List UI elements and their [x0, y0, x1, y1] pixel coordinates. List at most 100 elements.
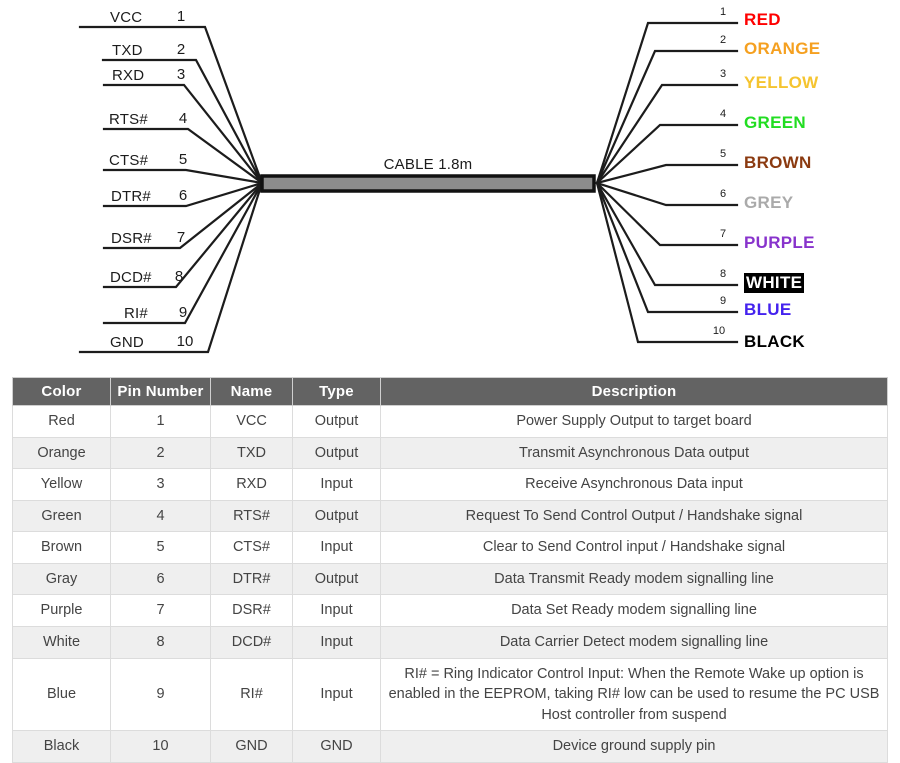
table-row: Orange 2 TXD Output Transmit Asynchronou…	[12, 436, 888, 470]
cell-name: VCC	[210, 405, 293, 438]
table-row: Yellow 3 RXD Input Receive Asynchronous …	[12, 468, 888, 501]
cell-pin: 3	[110, 468, 211, 501]
cell-type: Output	[292, 499, 381, 533]
wire-color-label-purple: PURPLE	[744, 233, 815, 252]
wire-color-label-green: GREEN	[744, 113, 806, 132]
wire-color-label-red: RED	[744, 10, 781, 29]
cell-name: CTS#	[210, 531, 293, 564]
cell-color: White	[12, 626, 111, 659]
cell-pin: 4	[110, 499, 211, 533]
cell-pin: 10	[110, 730, 211, 763]
left-pin-number-1: 1	[176, 8, 186, 25]
wire-color-label-brown: BROWN	[744, 153, 812, 172]
right-pin-number-5: 5	[719, 148, 727, 160]
cell-description: Data Set Ready modem signalling line	[380, 594, 888, 628]
cell-description: Data Transmit Ready modem signalling lin…	[380, 562, 888, 596]
cell-name: DSR#	[210, 594, 293, 628]
cell-description: Data Carrier Detect modem signalling lin…	[380, 626, 888, 659]
right-pin-number-2: 2	[719, 34, 727, 46]
cell-pin: 1	[110, 405, 211, 438]
left-pin-name-8: DCD#	[110, 269, 152, 286]
left-pin-name-1: VCC	[110, 9, 143, 26]
cell-pin: 8	[110, 626, 211, 659]
table-row: Blue 9 RI# Input RI# = Ring Indicator Co…	[12, 657, 888, 732]
right-pin-number-9: 9	[719, 295, 727, 307]
cell-description: Request To Send Control Output / Handsha…	[380, 499, 888, 533]
cell-color: Brown	[12, 531, 111, 564]
cell-pin: 5	[110, 531, 211, 564]
table-row: White 8 DCD# Input Data Carrier Detect m…	[12, 626, 888, 659]
diagram-wires	[78, 21, 739, 354]
pinout-table: Color Pin Number Name Type Description R…	[12, 377, 888, 763]
right-pin-number-1: 1	[719, 6, 727, 18]
cell-color: Green	[12, 499, 111, 533]
table-row: Red 1 VCC Output Power Supply Output to …	[12, 405, 888, 438]
right-pin-number-8: 8	[719, 268, 727, 280]
left-pin-number-8: 8	[174, 268, 184, 285]
cell-pin: 9	[110, 657, 211, 732]
cell-description: RI# = Ring Indicator Control Input: When…	[380, 657, 888, 732]
table-header-row: Color Pin Number Name Type Description	[12, 377, 888, 406]
right-pin-number-3: 3	[719, 68, 727, 80]
cell-color: Yellow	[12, 468, 111, 501]
left-pin-name-5: CTS#	[109, 152, 149, 169]
right-pin-number-6: 6	[719, 188, 727, 200]
table-row: Purple 7 DSR# Input Data Set Ready modem…	[12, 594, 888, 628]
cell-color: Orange	[12, 436, 111, 470]
cell-type: Output	[292, 562, 381, 596]
cell-pin: 7	[110, 594, 211, 628]
wire-color-label-black: BLACK	[744, 332, 805, 351]
cell-color: Purple	[12, 594, 111, 628]
cell-pin: 6	[110, 562, 211, 596]
cell-color: Black	[12, 730, 111, 763]
cell-type: Input	[292, 594, 381, 628]
cell-description: Clear to Send Control input / Handshake …	[380, 531, 888, 564]
column-header-pin-number: Pin Number	[110, 377, 211, 406]
cell-name: DTR#	[210, 562, 293, 596]
left-pin-number-2: 2	[176, 41, 186, 58]
cell-description: Transmit Asynchronous Data output	[380, 436, 888, 470]
left-pin-number-7: 7	[176, 229, 186, 246]
table-row: Black 10 GND GND Device ground supply pi…	[12, 730, 888, 763]
cell-name: RI#	[210, 657, 293, 732]
column-header-type: Type	[292, 377, 381, 406]
wire-color-label-white: WHITE	[744, 273, 805, 293]
right-pin-number-10: 10	[712, 325, 726, 337]
left-pin-name-4: RTS#	[109, 111, 148, 128]
wire-color-label-orange: ORANGE	[744, 39, 821, 58]
right-pin-number-4: 4	[719, 108, 727, 120]
cell-type: Output	[292, 436, 381, 470]
left-pin-name-7: DSR#	[111, 230, 152, 247]
left-pin-number-5: 5	[178, 151, 188, 168]
left-pin-number-9: 9	[178, 304, 188, 321]
cable-wiring-diagram: VCC TXD RXD RTS# CTS# DTR# DSR# DCD# RI#…	[0, 0, 900, 368]
column-header-description: Description	[380, 377, 888, 406]
table-row: Green 4 RTS# Output Request To Send Cont…	[12, 499, 888, 533]
cell-color: Blue	[12, 657, 111, 732]
cell-type: Output	[292, 405, 381, 438]
cell-type: GND	[292, 730, 381, 763]
cell-color: Gray	[12, 562, 111, 596]
cell-color: Red	[12, 405, 111, 438]
cell-name: TXD	[210, 436, 293, 470]
cell-pin: 2	[110, 436, 211, 470]
table-row: Gray 6 DTR# Output Data Transmit Ready m…	[12, 562, 888, 596]
column-header-name: Name	[210, 377, 293, 406]
cell-name: DCD#	[210, 626, 293, 659]
cell-name: RTS#	[210, 499, 293, 533]
left-pin-name-3: RXD	[112, 67, 145, 84]
wire-color-label-grey: GREY	[744, 193, 794, 212]
wire-color-label-yellow: YELLOW	[744, 73, 819, 92]
left-pin-name-9: RI#	[124, 305, 148, 322]
left-pin-number-4: 4	[178, 110, 188, 127]
cell-type: Input	[292, 468, 381, 501]
column-header-color: Color	[12, 377, 111, 406]
left-pin-name-10: GND	[110, 334, 144, 351]
left-pin-name-6: DTR#	[111, 188, 151, 205]
left-pin-number-3: 3	[176, 66, 186, 83]
cell-type: Input	[292, 626, 381, 659]
cell-type: Input	[292, 657, 381, 732]
cell-description: Device ground supply pin	[380, 730, 888, 763]
right-pin-number-7: 7	[719, 228, 727, 240]
